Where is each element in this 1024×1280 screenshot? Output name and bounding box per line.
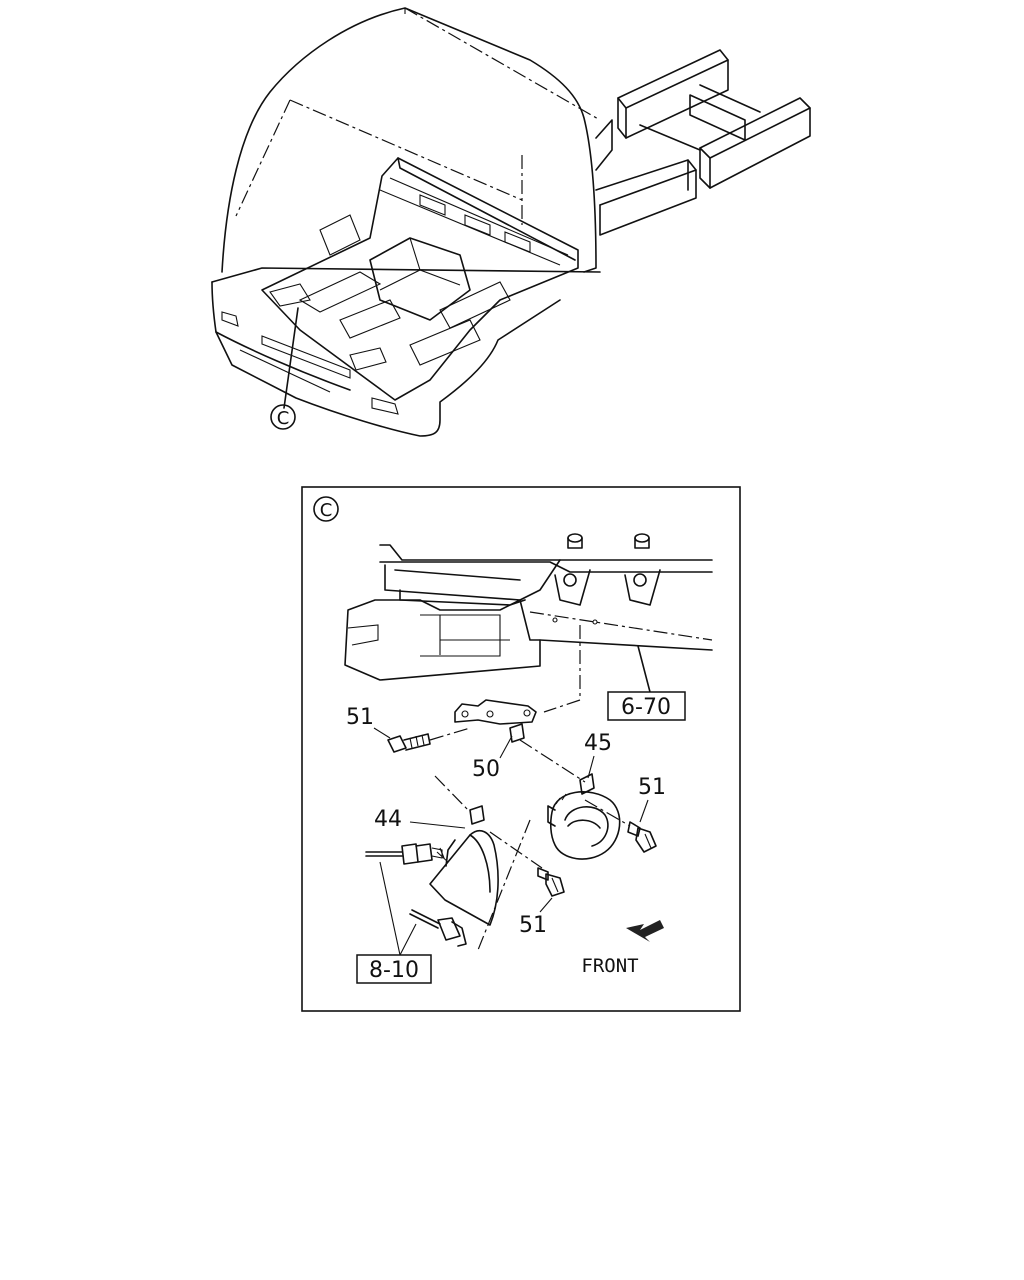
detail-c: C <box>301 486 741 1012</box>
callout-c: C <box>270 307 299 430</box>
part-label-51-bottom: 51 <box>519 913 547 938</box>
ref-6-70: 6-70 <box>607 645 686 721</box>
ref-8-10: 8-10 <box>356 954 432 984</box>
frame-rail <box>344 533 713 681</box>
bolt-right: 51 <box>584 775 666 853</box>
cab-shell <box>211 7 601 437</box>
horn-high: 45 <box>519 731 621 860</box>
part-label-51-right: 51 <box>638 775 666 800</box>
cab-overview: C <box>211 7 811 437</box>
horn-low: 44 <box>374 775 499 926</box>
bolt-bottom: 51 <box>477 819 565 951</box>
part-50: 50 <box>472 735 513 782</box>
horn-bracket <box>454 625 581 743</box>
callout-c-label: C <box>277 408 290 429</box>
detail-letter: C <box>320 500 333 521</box>
front-label: FRONT <box>581 955 638 977</box>
wiring-connectors <box>365 843 467 956</box>
detail-frame <box>301 486 741 1012</box>
detail-letter-circle <box>313 496 339 522</box>
part-label-45: 45 <box>584 731 612 756</box>
part-label-50: 50 <box>472 757 500 782</box>
chassis-frame <box>595 49 811 236</box>
part-label-51-top: 51 <box>346 705 374 730</box>
front-arrow-icon <box>626 920 664 942</box>
bolt-top-left: 51 <box>346 705 471 753</box>
cab-floor-pan <box>261 157 579 401</box>
ref-6-70-label: 6-70 <box>621 695 671 720</box>
part-label-44: 44 <box>374 807 402 832</box>
front-indicator: FRONT <box>581 920 664 977</box>
ref-8-10-label: 8-10 <box>369 958 419 983</box>
